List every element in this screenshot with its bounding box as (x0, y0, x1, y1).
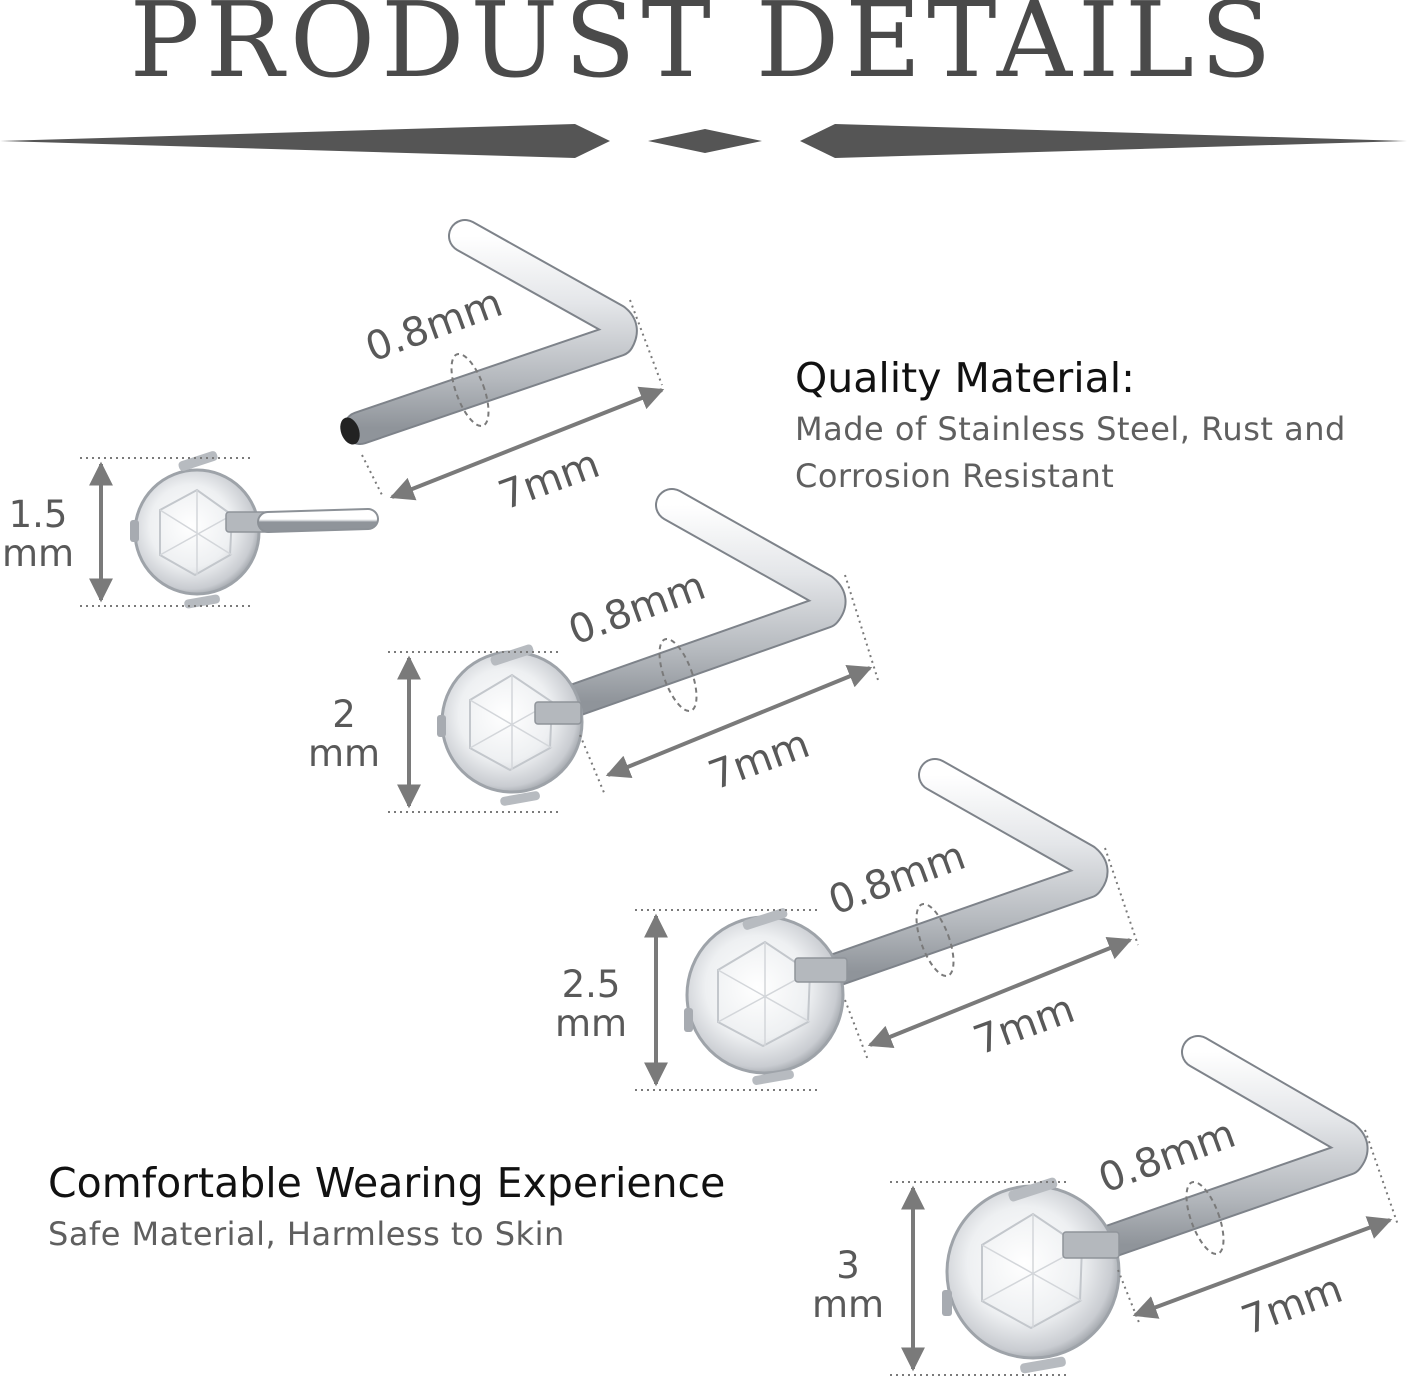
feature-description-line: Made of Stainless Steel, Rust and (795, 410, 1346, 449)
feature-description-line: Safe Material, Harmless to Skin (48, 1215, 565, 1254)
feature-quality-material: Quality Material: Made of Stainless Stee… (795, 354, 1346, 500)
size-label-2-line1: 2 (332, 693, 356, 736)
length-label-1: 7mm (493, 441, 606, 520)
gauge-label-3: 0.8mm (823, 833, 972, 925)
size-label-4-line2: mm (812, 1283, 884, 1326)
feature-comfortable-wearing: Comfortable Wearing Experience Safe Mate… (48, 1159, 726, 1258)
length-label-4: 7mm (1236, 1266, 1349, 1345)
gauge-label-1: 0.8mm (360, 280, 509, 372)
size-label-4-line1: 3 (836, 1244, 860, 1287)
nose-stud-3mm (942, 1035, 1369, 1374)
feature-heading: Quality Material: (795, 354, 1135, 402)
size-label-2-line2: mm (308, 732, 380, 775)
size-label-3-line2: mm (555, 1002, 627, 1045)
feature-heading: Comfortable Wearing Experience (48, 1159, 726, 1207)
feature-description-line: Corrosion Resistant (795, 457, 1115, 496)
nose-stud-2mm (437, 488, 847, 806)
size-label-1-line2: mm (2, 532, 74, 575)
page-title: PRODUST DETAILS (129, 0, 1278, 101)
gauge-label-2: 0.8mm (563, 563, 712, 655)
size-label-1-line1: 1.5 (9, 493, 68, 536)
title-divider (0, 124, 1407, 158)
nose-stud-2-5mm (684, 758, 1109, 1085)
length-label-2: 7mm (703, 721, 816, 800)
size-label-3-line1: 2.5 (562, 963, 621, 1006)
dimension-lines (80, 299, 1399, 1376)
nose-stud-1-5mm (130, 219, 638, 609)
